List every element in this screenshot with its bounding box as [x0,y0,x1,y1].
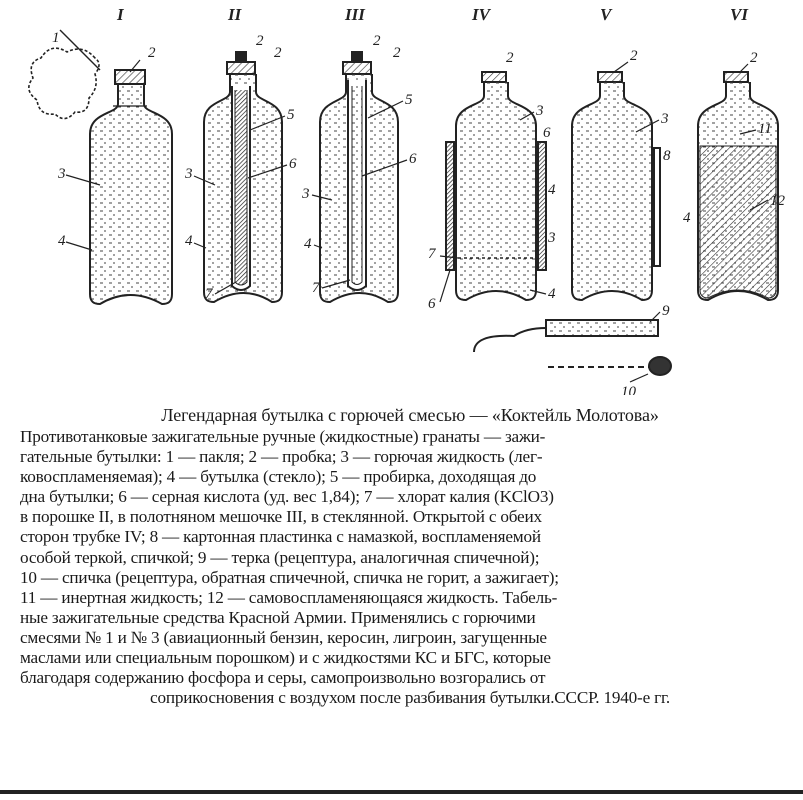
callout-b6-2: 2 [750,50,758,66]
roman-label-1: I [116,5,125,24]
caption-line: благодаря содержанию фосфора и серы, сам… [20,668,546,688]
callout-b5-8: 8 [663,148,671,164]
bottle-6 [697,71,779,302]
callout-b4-7: 7 [428,246,437,262]
caption-line: гательные бутылки: 1 — пакля; 2 — пробка… [20,447,543,467]
callout-b3-3: 3 [301,186,310,202]
callout-match-9: 9 [662,303,670,319]
bottle-3 [319,51,399,304]
callout-b4-3a: 3 [535,103,544,119]
caption-line: маслами или специальным порошком) и с жи… [20,648,551,668]
callout-b4-6a: 6 [543,125,551,141]
bottles-diagram: I II III IV V VI 1 2 3 4 2 2 5 6 3 [28,5,786,395]
caption-line: 10 — спичка (рецептура, обратная спичечн… [20,567,559,587]
caption-line: смесями № 1 и № 3 (авиационный бензин, к… [20,627,547,647]
callout-b4-4a: 4 [548,182,556,198]
callout-b1-3: 3 [57,166,66,182]
page-bottom-rule [0,790,803,794]
callout-b3-6: 6 [409,151,417,167]
callout-b6-11: 11 [758,121,772,137]
caption-line: дна бутылки; 6 — серная кислота (уд. вес… [20,487,554,507]
callout-b3-7: 7 [312,280,321,296]
match-and-striker [473,319,672,376]
callout-b6-12: 12 [770,193,786,209]
caption: Легендарная бутылка с горючей смесью — «… [20,405,800,708]
callout-b5-2: 2 [630,48,638,64]
caption-line: сторон трубке IV; 8 — картонная пластинк… [20,527,541,547]
callout-b4-4b: 4 [548,286,556,302]
callout-b1-4: 4 [58,233,66,249]
roman-label-2: II [227,5,243,24]
roman-label-6: VI [730,5,749,24]
callout-b3-2a: 2 [373,33,381,49]
caption-line: в порошке II, в полотняном мешочке III, … [20,507,542,527]
caption-line: соприкосновения с воздухом после разбива… [150,688,670,708]
callout-b5-3: 3 [660,111,669,127]
callout-b3-4: 4 [304,236,312,252]
roman-label-4: IV [471,5,492,24]
caption-line: ные зажигательные средства Красной Армии… [20,607,536,627]
callout-b2-7: 7 [205,286,214,302]
callout-b2-2a: 2 [256,33,264,49]
caption-title: Легендарная бутылка с горючей смесью — «… [161,405,659,425]
callout-match-10: 10 [621,384,637,395]
caption-line: ковоспламеняемая); 4 — бутылка (стекло);… [20,467,537,487]
callout-b6-4: 4 [683,210,691,226]
callout-b2-3: 3 [184,166,193,182]
callout-b2-6: 6 [289,156,297,172]
bottle-1 [28,29,173,306]
callout-b2-4: 4 [185,233,193,249]
callout-b3-2b: 2 [393,45,401,61]
callout-b4-3b: 3 [547,230,556,246]
bottle-4 [445,71,547,302]
roman-label-3: III [344,5,366,24]
roman-label-5: V [600,5,613,24]
bottle-5 [571,71,661,302]
callout-b2-2b: 2 [274,45,282,61]
callout-b1-2: 2 [148,45,156,61]
caption-line: особой теркой, спичкой; 9 — терка (рецеп… [20,547,540,567]
callout-b1-1: 1 [52,30,60,46]
bottle-2 [203,51,283,304]
callout-b3-5: 5 [405,92,413,108]
caption-line: Противотанковые зажигательные ручные (жи… [20,427,546,446]
callout-b2-5: 5 [287,107,295,123]
caption-line: 11 — инертная жидкость; 12 — самовосплам… [20,587,558,607]
callout-b4-6b: 6 [428,296,436,312]
callout-b4-2: 2 [506,50,514,66]
